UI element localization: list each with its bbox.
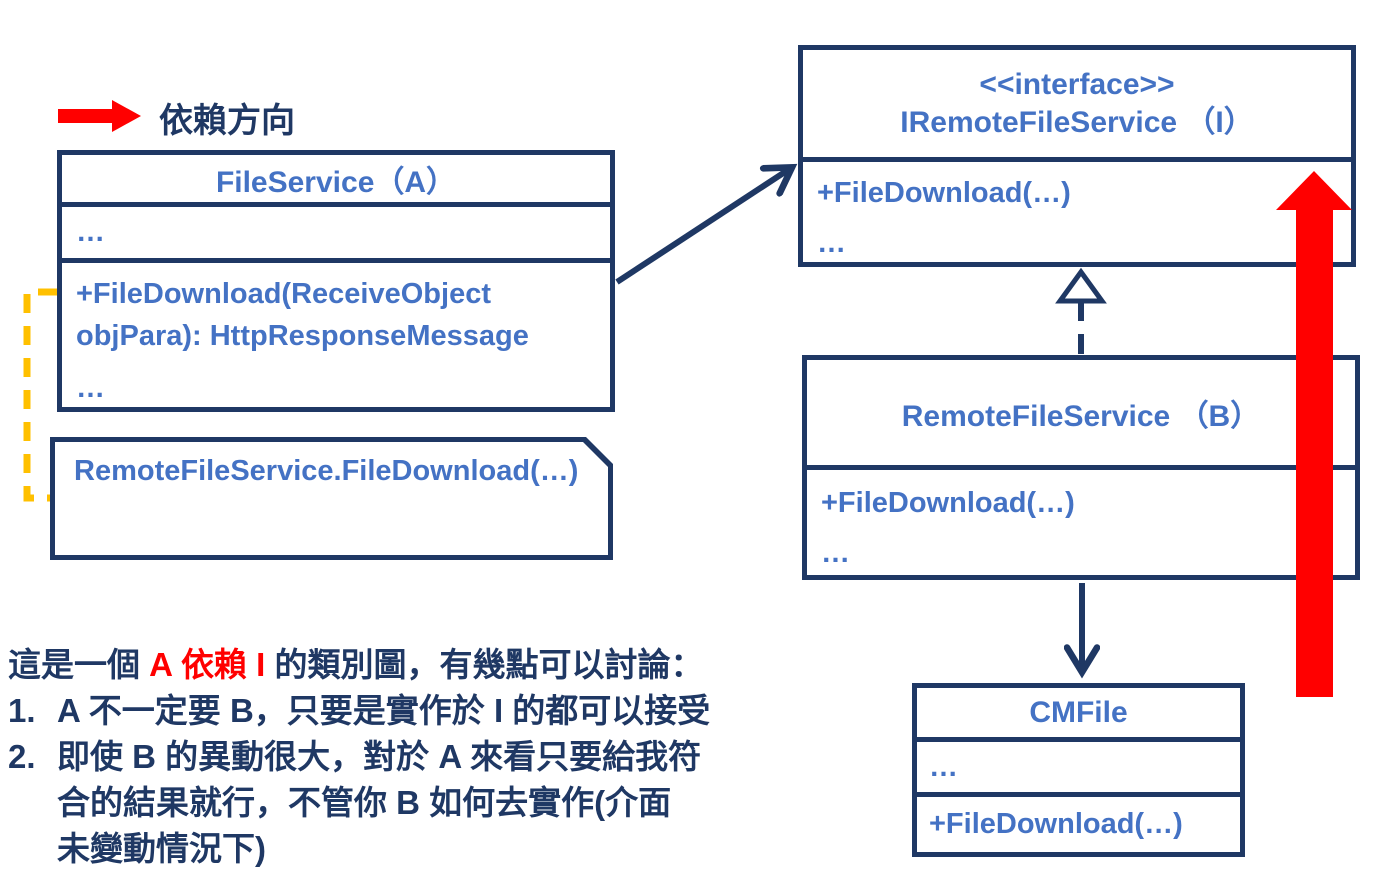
class-title-text: RemoteFileService （B） [901,399,1261,433]
annotation-item-2: 2. 即使 B 的異動很大，對於 A 來看只要給我符 [8,734,728,780]
annotation-text: 的類別圖，有幾點可以討論： [265,646,704,683]
legend-label: 依賴方向 [159,102,295,140]
realization-triangle-icon [1055,267,1107,304]
class-attributes: … [62,202,610,258]
class-box-fileservice: FileService（A） … +FileDownload(ReceiveOb… [57,150,615,412]
class-methods: +FileDownload(…) … [807,465,1355,575]
note-box: RemoteFileService.FileDownload(…) [50,437,613,560]
method-signature: +FileDownload(ReceiveObject objPara): Ht… [76,278,529,352]
item-text: 合的結果就行，不管你 B 如何去實作(介面 [57,784,672,821]
dependency-direction-arrow-icon [1276,171,1352,697]
class-title: CMFile [917,688,1240,737]
interface-title: <<interface>> IRemoteFileService （I） [803,50,1351,157]
note-text: RemoteFileService.FileDownload(…) [74,455,579,487]
methods-ellipsis: … [821,537,850,569]
class-title-text: CMFile [1029,695,1128,729]
interface-stereotype: <<interface>> [979,67,1175,101]
dependency-arrow [615,168,791,285]
method-signature: +FileDownload(…) [817,177,1071,209]
item-text: 即使 B 的異動很大，對於 A 來看只要給我符 [57,738,702,775]
item-number: 1. [8,692,36,729]
annotation-item-2-cont: 合的結果就行，不管你 B 如何去實作(介面 [8,780,728,826]
annotation-item-2-cont: 未變動情況下) [8,826,728,872]
note-box-inner [55,442,608,555]
annotation-line: 這是一個 A 依賴 I 的類別圖，有幾點可以討論： [8,642,728,688]
class-methods: +FileDownload(…) [917,792,1240,852]
annotation-block: 這是一個 A 依賴 I 的類別圖，有幾點可以討論： 1. A 不一定要 B，只要… [8,642,728,872]
class-title: RemoteFileService （B） [807,360,1355,465]
note-connector-line [23,288,57,502]
class-title: FileService（A） [62,155,610,202]
method-signature: +FileDownload(…) [821,487,1075,519]
annotation-highlight: A 依賴 I [149,646,266,683]
annotation-text: 這是一個 [8,646,150,683]
class-attributes: … [917,737,1240,792]
attributes-ellipsis: … [76,216,105,248]
class-box-cmfile: CMFile … +FileDownload(…) [912,683,1245,857]
methods-ellipsis: … [76,372,105,404]
interface-title-text: IRemoteFileService （I） [900,105,1254,139]
attributes-ellipsis: … [929,750,958,783]
class-methods: +FileDownload(ReceiveObject objPara): Ht… [62,258,610,407]
class-title-text: FileService（A） [215,165,457,199]
interface-methods: +FileDownload(…) … [803,157,1351,262]
item-text: A 不一定要 B，只要是實作於 I 的都可以接受 [57,692,711,729]
class-box-remotefileservice: RemoteFileService （B） +FileDownload(…) … [802,355,1360,580]
annotation-item-1: 1. A 不一定要 B，只要是實作於 I 的都可以接受 [8,688,728,734]
item-number: 2. [8,738,36,775]
item-text: 未變動情況下) [57,830,266,867]
legend-arrow-icon [58,100,141,132]
methods-ellipsis: … [817,227,846,259]
method-signature: +FileDownload(…) [929,808,1183,840]
class-box-iremotefileservice: <<interface>> IRemoteFileService （I） +Fi… [798,45,1356,267]
